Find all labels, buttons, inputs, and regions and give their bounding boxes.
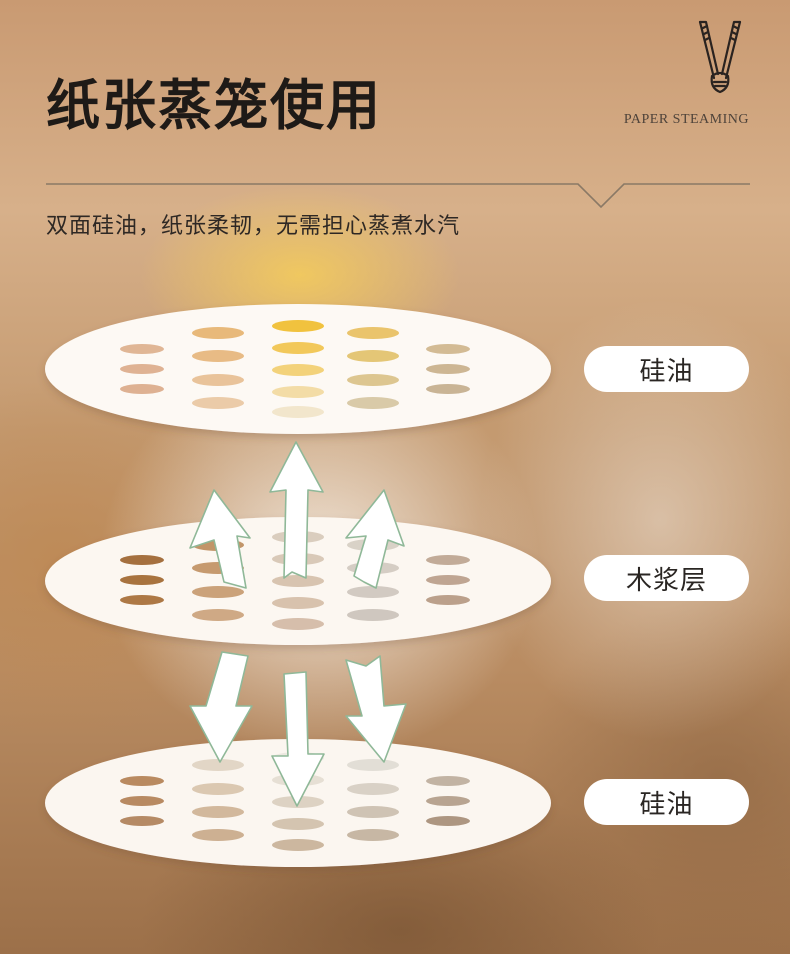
tongs-icon (698, 20, 742, 94)
steam-arrow-up-right (345, 489, 405, 589)
steam-arrow-up-center (269, 441, 324, 579)
steam-arrow-down-right (345, 655, 407, 763)
steam-arrow-down-left (189, 651, 253, 763)
header-divider (46, 183, 750, 209)
disc-silicone-top (45, 304, 551, 434)
layer-label-silicone-bottom: 硅油 (584, 779, 749, 825)
disc-wood-pulp (45, 517, 551, 645)
steam-arrow-up-left (189, 489, 251, 589)
disc-holes (120, 320, 470, 418)
layer-label-wood-pulp: 木浆层 (584, 555, 749, 601)
subtitle: 双面硅油，纸张柔韧，无需担心蒸煮水汽 (46, 214, 461, 239)
layer-label-silicone-top: 硅油 (584, 346, 749, 392)
english-tagline: PAPER STEAMING (623, 112, 749, 127)
steam-arrow-down-center (271, 671, 325, 807)
page-title: 纸张蒸笼使用 (46, 73, 382, 137)
disc-holes (120, 752, 470, 851)
